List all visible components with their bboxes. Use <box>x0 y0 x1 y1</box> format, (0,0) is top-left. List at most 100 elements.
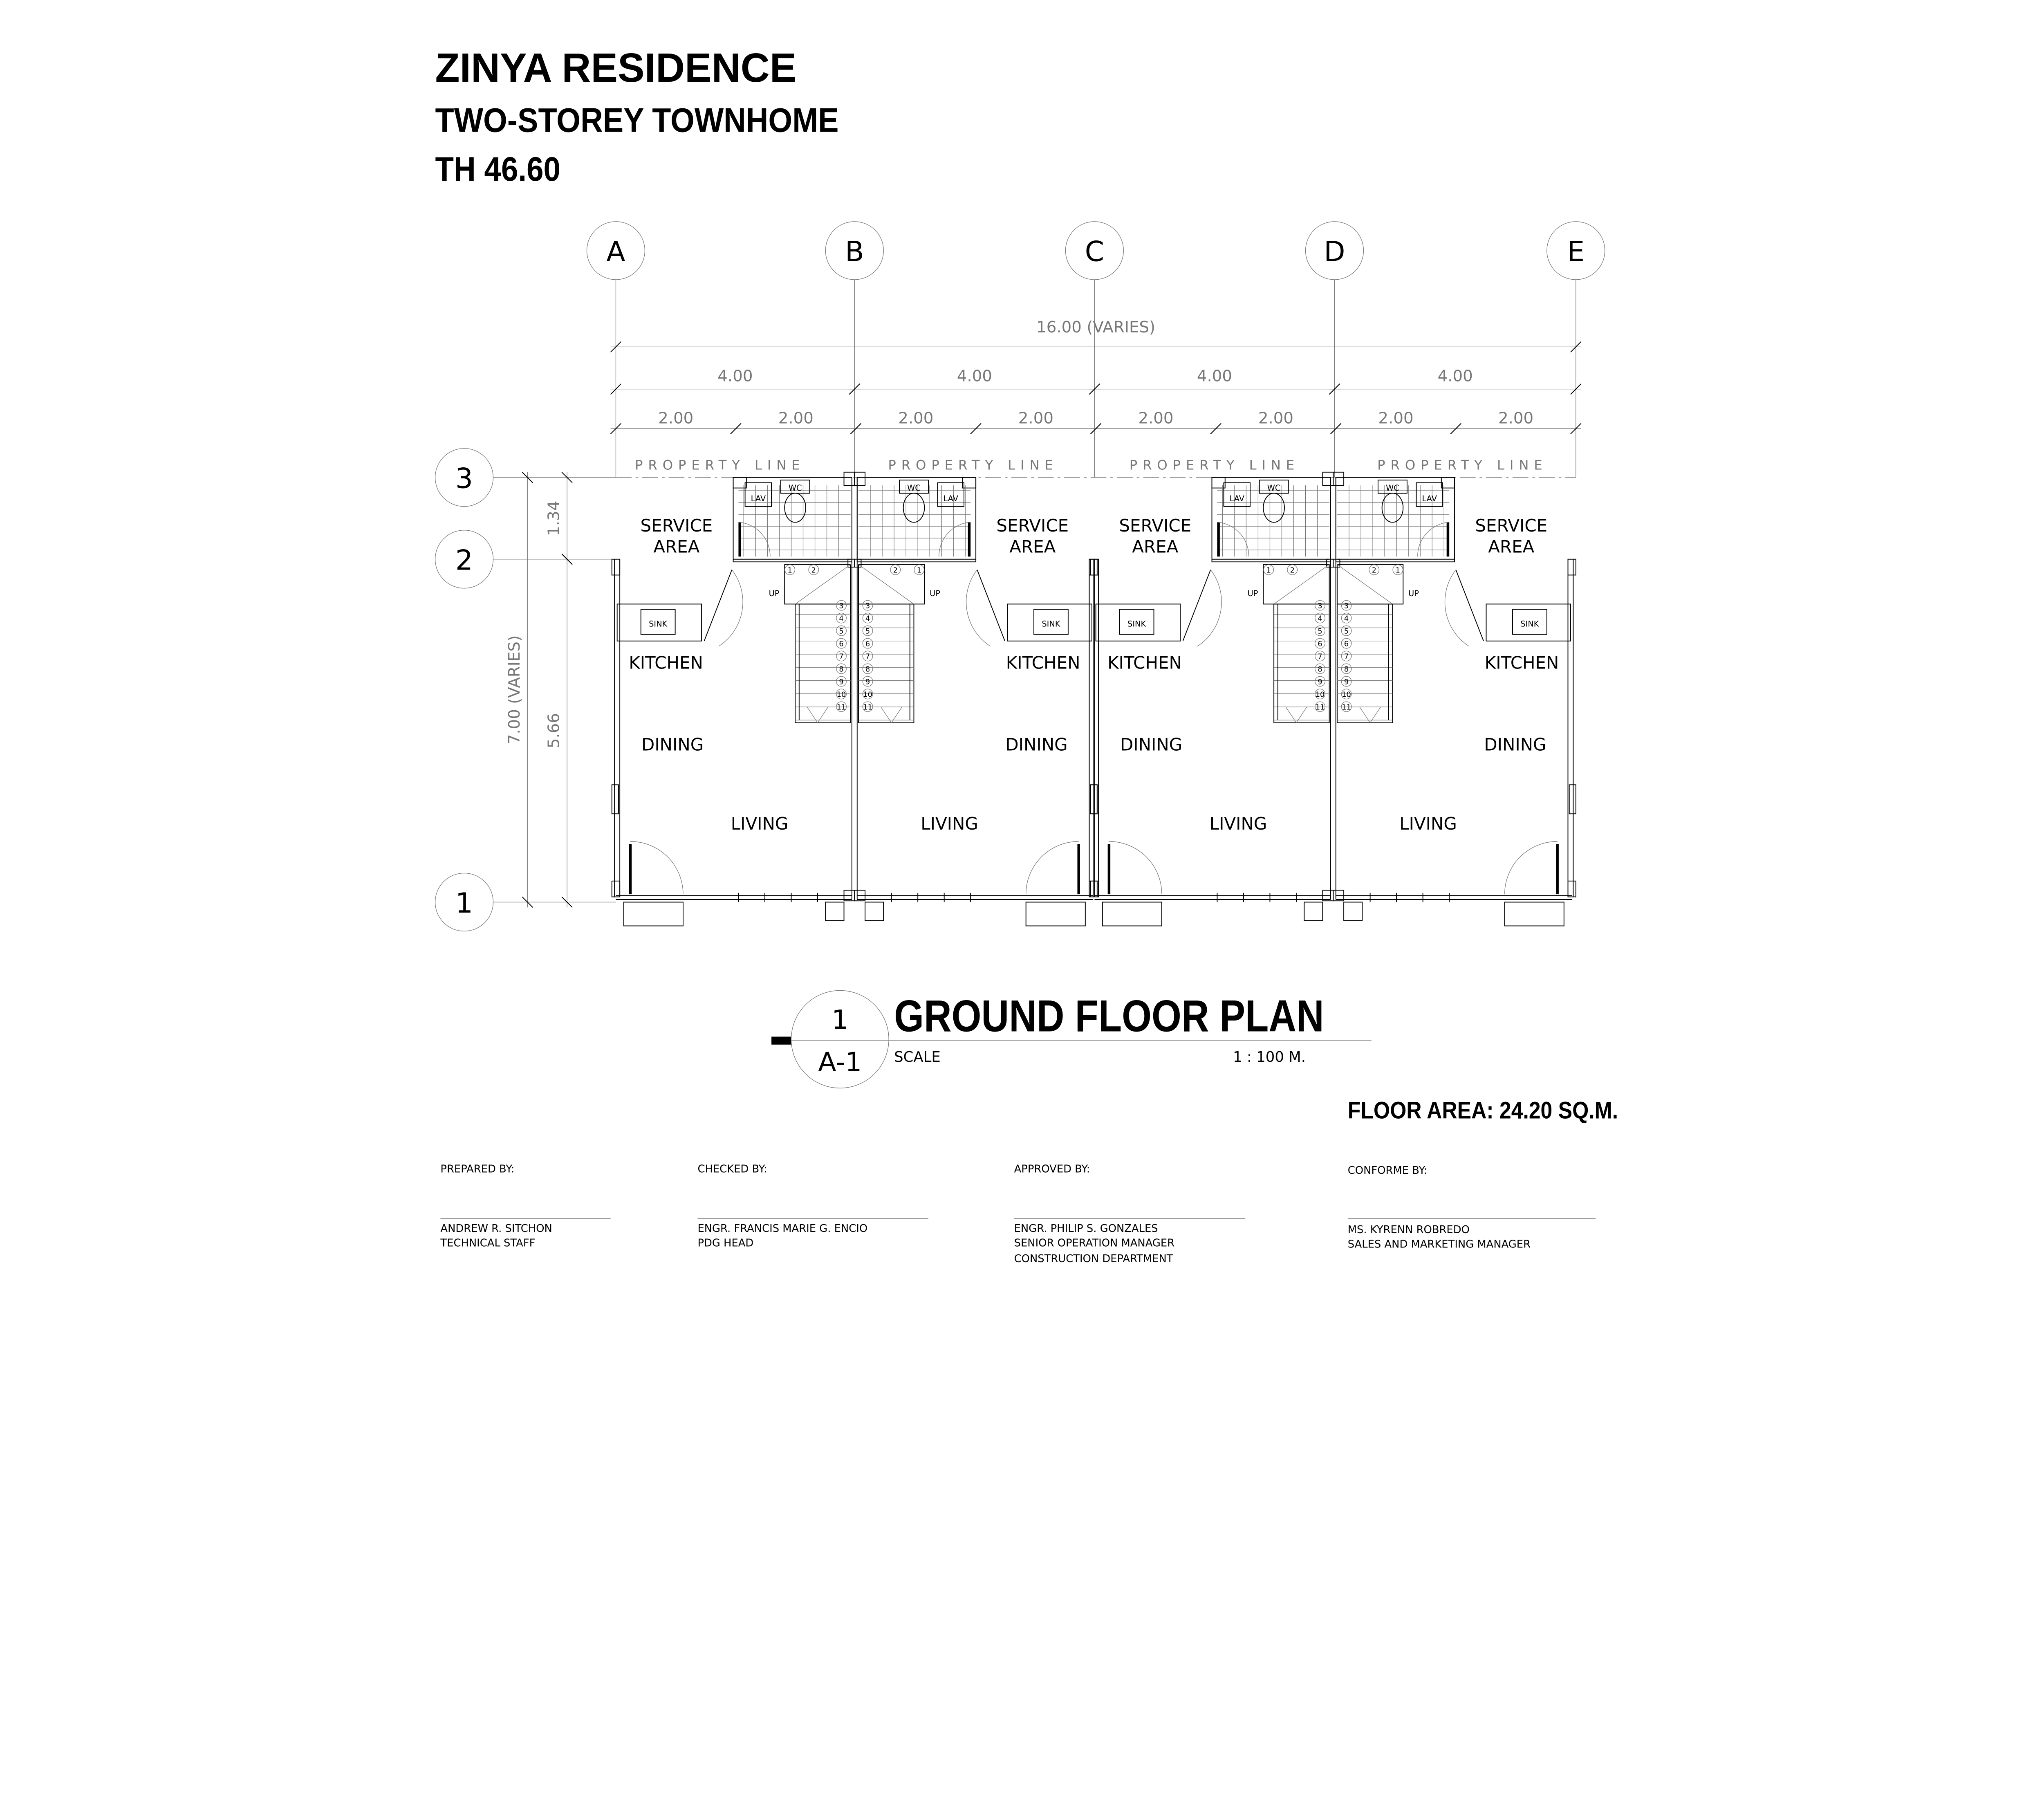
signatory-label: CONFORME BY: <box>1348 1164 1428 1177</box>
sink <box>1033 609 1069 635</box>
stair-step-number: 9 <box>1344 678 1349 686</box>
signatory-name: ENGR. PHILIP S. GONZALES <box>1014 1223 1158 1235</box>
entry-step <box>1304 902 1323 921</box>
stair-step-number: 3 <box>1318 602 1322 610</box>
stair-landing <box>1263 564 1330 605</box>
dimension-tick <box>970 423 982 434</box>
stair-step-bubble <box>1315 701 1325 712</box>
dimension-text: 5.66 <box>545 713 563 748</box>
stair-step-bubble <box>1315 625 1325 636</box>
stair-flight <box>858 603 914 723</box>
stair-step-bubble <box>1315 600 1325 611</box>
water-closet-bowl <box>1263 493 1285 523</box>
stair-step-number: 2 <box>1290 567 1295 575</box>
stair-step-bubble <box>1315 689 1325 700</box>
stair-step-number: 5 <box>839 628 843 636</box>
grid-label-row-3: 3 <box>455 462 473 495</box>
dimension-text: 2.00 <box>1018 409 1053 427</box>
stair-step-number: 6 <box>839 640 843 648</box>
water-closet-bowl <box>903 493 925 523</box>
entry-step <box>865 902 884 921</box>
column <box>1090 880 1099 897</box>
signatory-label: CHECKED BY: <box>697 1163 767 1175</box>
stair-step-bubble <box>1341 701 1352 712</box>
door-swing-arc <box>1109 841 1162 895</box>
column <box>1333 471 1345 486</box>
column <box>611 559 621 576</box>
stair-diagonal <box>1337 564 1393 604</box>
door-swing-arc <box>1197 570 1222 647</box>
stair-step-number: 11 <box>837 703 846 711</box>
grid-label-D: D <box>1324 236 1345 268</box>
stair-step-number: 7 <box>1344 653 1349 661</box>
dimension-tick <box>610 384 622 395</box>
room-label-service: SERVICE <box>996 516 1069 536</box>
stair-step-number: 10 <box>863 691 872 699</box>
kitchen-counter <box>1007 603 1092 642</box>
door-swing-arc <box>718 570 743 647</box>
wc-label: WC <box>1267 483 1281 493</box>
entry-step <box>623 902 684 926</box>
sink <box>640 609 676 635</box>
stair-step-bubble <box>1287 564 1298 575</box>
dimension-text: 4.00 <box>1438 367 1473 385</box>
grid-label-row-1: 1 <box>455 887 473 919</box>
dimension-tick <box>850 423 862 434</box>
column <box>1090 559 1099 576</box>
drawing-number: 1 <box>831 1005 848 1035</box>
stair-step-bubble <box>836 676 847 687</box>
stair-step-bubble <box>1315 663 1325 674</box>
stair-step-bubble <box>862 676 873 687</box>
stair-step-bubble <box>862 689 873 700</box>
dimension-tick <box>610 423 622 434</box>
dimension-text: 7.00 (VARIES) <box>505 635 524 744</box>
stair-step-number: 8 <box>865 666 870 674</box>
dimension-text: 2.00 <box>1138 409 1173 427</box>
stair-up-label: UP <box>930 589 940 598</box>
drawing-title: GROUND FLOOR PLAN <box>894 991 1324 1041</box>
room-label-living: LIVING <box>1399 814 1457 834</box>
lav-label: LAV <box>1422 494 1437 503</box>
room-label-living: LIVING <box>921 814 978 834</box>
sink <box>1512 609 1547 635</box>
property-line-label: PROPERTY LINE <box>1377 457 1548 473</box>
stair-step-bubble <box>784 564 796 575</box>
signatory-title: SENIOR OPERATION MANAGER <box>1014 1237 1175 1249</box>
stair-step-number: 4 <box>1344 615 1349 623</box>
column <box>1333 890 1345 902</box>
title-marker <box>771 1036 791 1045</box>
stair-step-number: 2 <box>811 567 816 575</box>
stair-step-number: 7 <box>1318 653 1322 661</box>
stair-step-bubble <box>836 651 847 662</box>
model-code: TH 46.60 <box>435 150 560 188</box>
column <box>1567 559 1576 576</box>
column <box>1441 477 1455 489</box>
sink-label: SINK <box>1127 619 1146 628</box>
stair-step-bubble <box>1263 564 1274 575</box>
stair-step-number: 6 <box>865 640 870 648</box>
door-swing-arc <box>1026 841 1079 895</box>
stair-step-bubble <box>1315 676 1325 687</box>
window <box>611 784 619 814</box>
room-label-service: AREA <box>1009 537 1056 557</box>
stair-step-number: 2 <box>1372 567 1376 575</box>
stair-step-bubble <box>1315 651 1325 662</box>
stair-step-bubble <box>1341 612 1352 624</box>
stair-step-bubble <box>1392 564 1403 575</box>
door-swing-arc <box>1504 841 1558 895</box>
stair-step-number: 3 <box>839 602 843 610</box>
stair-diagonal <box>1273 564 1329 604</box>
property-line-label: PROPERTY LINE <box>1130 457 1300 473</box>
stair-step-bubble <box>862 651 873 662</box>
stair-step-number: 5 <box>1318 628 1322 636</box>
kitchen-door <box>1182 570 1211 642</box>
sheet-number: A-1 <box>818 1047 862 1077</box>
door-swing-arc <box>966 570 991 647</box>
stair-step-number: 4 <box>1318 615 1322 623</box>
stair-step-bubble <box>836 663 847 674</box>
room-label-service: AREA <box>653 537 699 557</box>
column <box>854 471 866 486</box>
stair-step-number: 7 <box>865 653 870 661</box>
stair-step-number: 10 <box>1342 691 1351 699</box>
